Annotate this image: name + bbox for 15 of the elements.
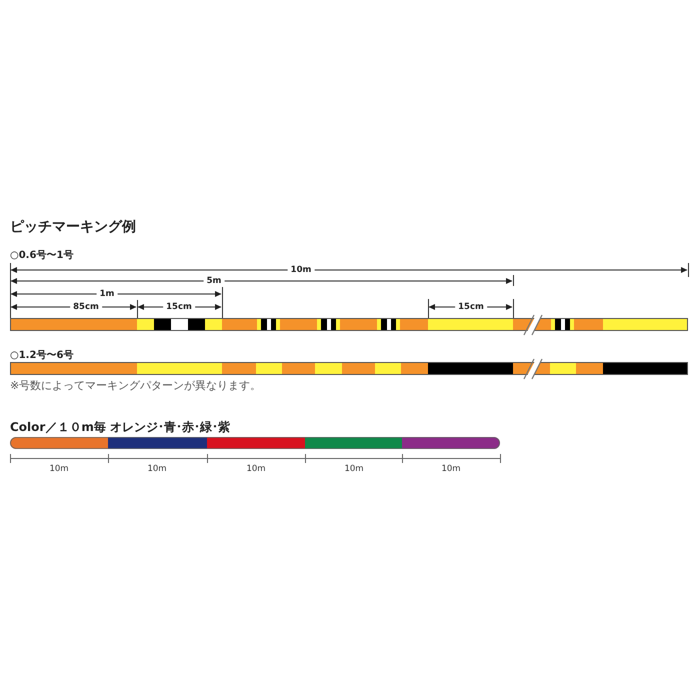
length-label: 10m — [344, 464, 364, 474]
length-label: 10m — [441, 464, 461, 474]
dimension-label: 15cm — [455, 302, 487, 312]
dimension-label: 10m — [288, 264, 314, 276]
dimension-label: 5m — [204, 276, 224, 286]
length-label: 10m — [49, 464, 69, 474]
diagram-title: ピッチマーキング例 — [10, 220, 136, 234]
size-range-label: ○1.2号〜6号 — [10, 351, 74, 361]
dimension-label: 15cm — [163, 302, 195, 312]
dimension-label: 85cm — [70, 302, 102, 312]
note-text: ※号数によってマーキングパターンが異なります。 — [10, 380, 262, 391]
size-range-label: ○0.6号〜1号 — [10, 251, 74, 261]
length-label: 10m — [147, 464, 167, 474]
section-heading: Color／１０m毎 オレンジ･青･赤･緑･紫 — [10, 421, 230, 433]
length-label: 10m — [246, 464, 266, 474]
